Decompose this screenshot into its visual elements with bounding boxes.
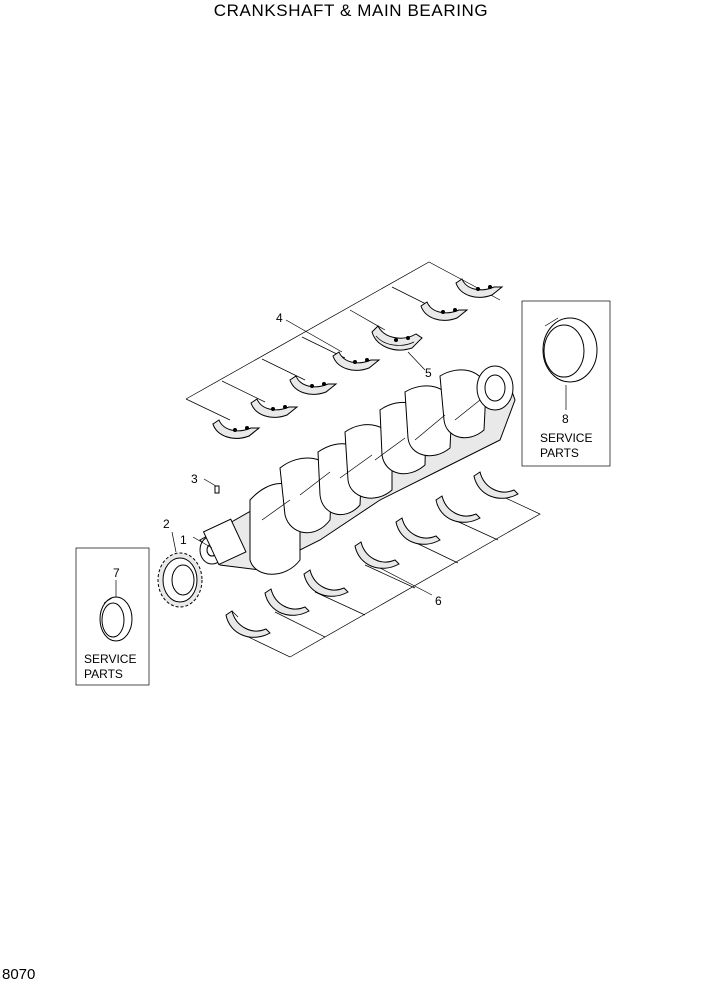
bearing-shell-lower-5 — [395, 517, 441, 545]
bearing-shell-lower-6 — [435, 495, 481, 523]
callout-2: 2 — [163, 517, 170, 531]
lower-bearing-shells — [225, 471, 519, 638]
bearing-shell-lower-2 — [264, 588, 310, 616]
leader-lines — [115, 319, 567, 598]
page-title: CRANKSHAFT & MAIN BEARING — [213, 1, 489, 20]
bearing-shell-upper-1 — [212, 419, 261, 439]
seal-ring-8 — [542, 317, 598, 383]
service-label-right-line2: PARTS — [540, 446, 579, 460]
service-parts-box-right: SERVICE PARTS — [521, 300, 611, 467]
callout-8: 8 — [562, 412, 569, 426]
upper-bearing-bracket — [185, 261, 501, 421]
upper-bearing-shells — [212, 278, 504, 439]
bearing-shell-upper-3 — [289, 375, 338, 395]
crankshaft — [199, 365, 516, 575]
crankshaft-gear — [157, 552, 203, 608]
bearing-shell-upper-5-thrust — [371, 325, 423, 351]
page-number: 8070 — [2, 966, 36, 983]
seal-ring-7 — [99, 596, 133, 642]
bearing-shell-lower-4 — [354, 541, 400, 569]
service-parts-box-left: SERVICE PARTS — [75, 547, 150, 686]
bearing-shell-lower-3 — [303, 569, 349, 597]
bearing-shell-upper-7 — [455, 278, 504, 298]
dowel-pin — [214, 485, 220, 494]
bearing-shell-lower-1 — [225, 610, 271, 638]
bearing-shell-upper-6 — [420, 301, 469, 321]
service-label-left-line2: PARTS — [84, 667, 123, 681]
callout-1: 1 — [180, 533, 187, 547]
bearing-shell-upper-2 — [250, 398, 299, 418]
bearing-shell-upper-4 — [332, 351, 381, 371]
callout-7: 7 — [113, 566, 120, 580]
bearing-shell-lower-7 — [473, 471, 519, 499]
callout-5: 5 — [425, 366, 432, 380]
callout-4: 4 — [276, 311, 283, 325]
service-label-left-line1: SERVICE — [84, 652, 136, 666]
callout-3: 3 — [191, 472, 198, 486]
callout-6: 6 — [435, 594, 442, 608]
service-label-right-line1: SERVICE — [540, 431, 592, 445]
